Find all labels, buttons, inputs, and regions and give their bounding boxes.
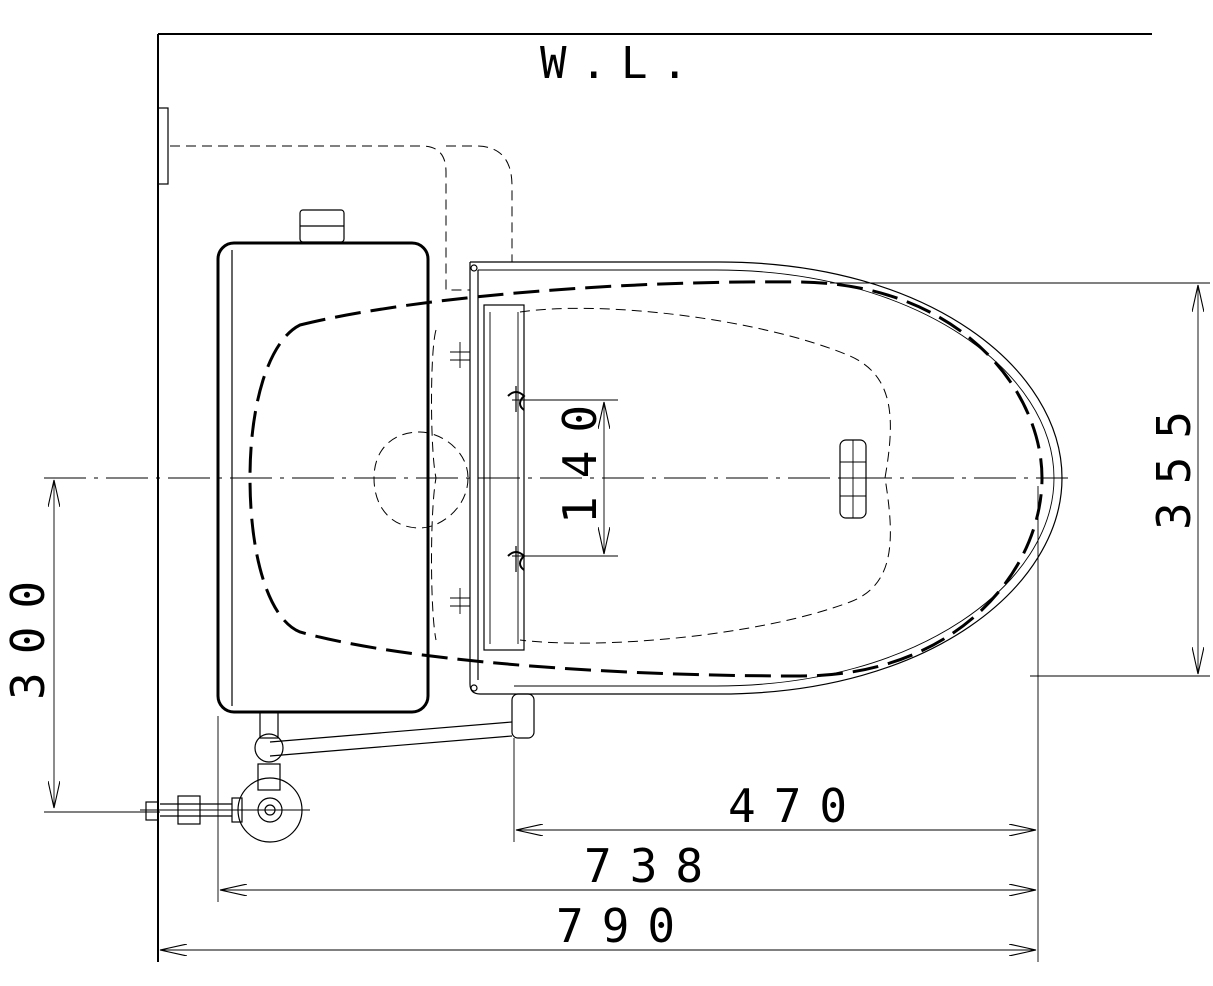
supply-pipe-route [170, 145, 513, 291]
dim-355-label: 355 [1147, 393, 1201, 530]
wall-bracket [157, 107, 169, 185]
dimension-140: 140 [512, 387, 618, 557]
dim-790-label: 790 [556, 899, 693, 953]
wall-line-label: W.L. [540, 38, 702, 89]
dimension-extensions [217, 486, 1039, 962]
dimension-300: 300 [1, 480, 160, 813]
wall-outline [157, 33, 1152, 962]
seat-bolts [507, 386, 526, 572]
dim-300-label: 300 [1, 563, 55, 700]
dimension-790: 790 [160, 899, 1036, 953]
dimension-355: 355 [830, 282, 1210, 677]
tank-fitting [299, 209, 345, 243]
dimension-738: 738 [220, 839, 1036, 893]
water-supply-assembly [140, 693, 535, 843]
nozzle-symbol [839, 439, 867, 519]
dimension-470: 470 [516, 779, 1036, 833]
dim-470-label: 470 [728, 779, 865, 833]
bowl-opening [519, 307, 891, 644]
tank-inner-outline [431, 329, 437, 641]
dim-140-label: 140 [553, 387, 607, 524]
dim-738-label: 738 [584, 839, 721, 893]
drain-outlet [373, 431, 469, 529]
fixing-anchor-marks [450, 342, 470, 614]
seat-outline [248, 280, 1044, 678]
